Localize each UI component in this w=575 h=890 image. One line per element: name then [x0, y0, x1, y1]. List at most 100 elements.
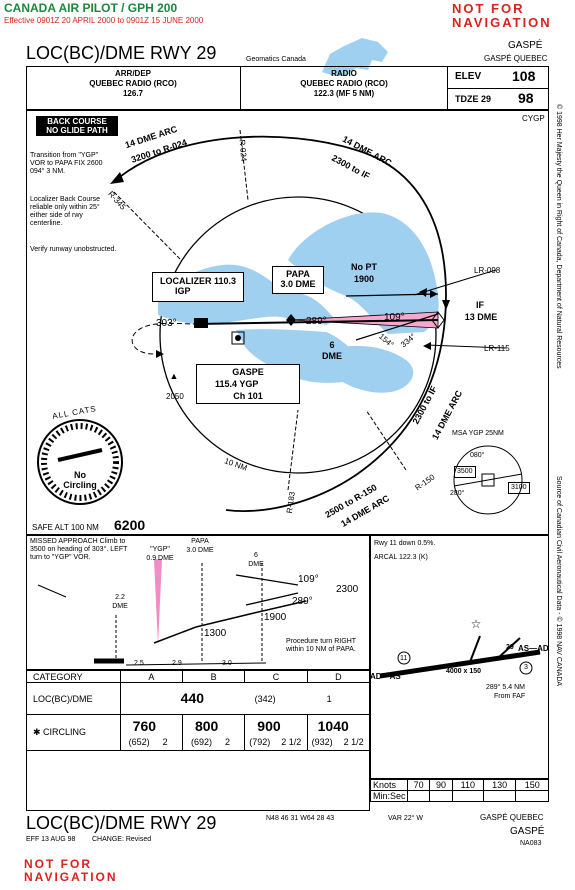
circling-mda: 800	[194, 718, 219, 734]
cat-c-header: C	[244, 670, 308, 683]
distance-3-0: 3.0	[222, 660, 232, 667]
not-for-navigation-top: NOT FOR NAVIGATION	[452, 1, 552, 30]
circling-haa: (692)	[190, 737, 212, 747]
footer-location: GASPÉ QUEBEC	[480, 813, 544, 822]
profile-course-109: 109°	[298, 574, 319, 585]
effective-date: EFF 13 AUG 98	[26, 836, 76, 843]
circling-mda: 760	[132, 718, 157, 734]
circling-vis: 2 1/2	[281, 737, 302, 747]
speed-90: 90	[429, 779, 453, 791]
airport-coordinates: N48 46 31 W64 28 43	[266, 815, 335, 822]
localizer-symbol	[194, 318, 208, 328]
vor-channel: Ch 101	[233, 391, 263, 401]
papa-fix-symbol	[286, 314, 296, 326]
source-note: Source of Canadian Civil Aeronautical Da…	[555, 476, 562, 687]
circling-haa: (932)	[311, 737, 333, 747]
lead-radial-098	[413, 269, 497, 296]
circling-vis: 2	[162, 737, 168, 747]
distance-2-9: 2.9	[172, 660, 182, 667]
elevation-label: ELEV	[455, 71, 482, 82]
speed-110: 110	[451, 779, 484, 791]
radial-345	[113, 191, 182, 261]
two-two-label: 2.2	[115, 594, 125, 601]
radio-frequency: 122.3 (MF 5 NM)	[313, 89, 375, 98]
six-dme-label: 6	[329, 340, 335, 350]
transition-note: Transition from "YGP" VOR to PAPA FIX 26…	[30, 152, 103, 175]
profile-drawing	[37, 559, 307, 666]
marker-3: 3	[524, 664, 528, 671]
papa-name: PAPA	[286, 269, 310, 279]
lead-radial-098-label: LR-098	[474, 266, 501, 275]
circling-cat-b: 800 (692) 2	[181, 714, 246, 751]
arc-arrow	[442, 300, 450, 310]
inlet-water	[326, 345, 414, 393]
no-circling-label: No	[74, 470, 86, 480]
circling-vis: 2	[224, 737, 230, 747]
radial-150	[365, 409, 407, 471]
verify-runway-note: Verify runway unobstructed.	[30, 246, 117, 253]
if-dme: 13 DME	[464, 312, 498, 322]
final-approach-course	[195, 319, 439, 325]
safe-altitude-value: 6200	[114, 517, 146, 533]
loc-minima-row: 440 (342) 1	[119, 682, 371, 715]
circling-restriction-graphic	[37, 419, 123, 505]
airport-id: CYGP	[522, 114, 545, 123]
footer-chart-title: LOC(BC)/DME RWY 29	[26, 813, 217, 833]
runway-29-label: 29	[506, 644, 514, 651]
cat-d-header: D	[306, 670, 371, 683]
profile-altitude-1300: 1300	[204, 628, 227, 639]
vor-frequency: 115.4 YGP	[215, 379, 259, 389]
arc-arrow	[110, 172, 124, 184]
radial-183	[287, 409, 299, 491]
cat-a-header: A	[119, 670, 183, 683]
papa-dme: 3.0 DME	[280, 279, 316, 289]
six-dme-unit: DME	[322, 351, 342, 361]
radio-service: QUEBEC RADIO (RCO)	[300, 79, 388, 88]
circling-haa: (792)	[249, 737, 271, 747]
magnetic-variation: VAR 22° W	[388, 815, 423, 822]
airport-name-top: GASPÉ	[508, 40, 543, 51]
circling-vis: 2 1/2	[343, 737, 364, 747]
msa-title: MSA YGP 25NM	[452, 430, 504, 437]
speed-70: 70	[406, 779, 431, 791]
profile-altitude-2300: 2300	[336, 584, 359, 595]
circling-mda: 900	[257, 718, 281, 734]
msa-circle	[453, 445, 523, 515]
plan-view-drawing: ▲	[110, 129, 507, 512]
localizer-info-box: LOCALIZER 110.3 IGP	[152, 272, 244, 302]
course-109: 109°	[384, 312, 405, 323]
loc-visibility: 1	[326, 694, 332, 704]
category-header: CATEGORY	[26, 670, 121, 683]
msa-sector-3500: 3500	[454, 466, 476, 478]
as-right-label: AS	[518, 644, 530, 653]
lead-radial-115-label: LR-115	[484, 344, 510, 353]
footer-airport: GASPÉ	[510, 826, 545, 837]
loc-haa: (342)	[254, 694, 276, 704]
aerodrome-panel	[370, 535, 549, 779]
timing-table: Knots 70 90 110 130 150 Min:Sec	[370, 779, 549, 802]
papa-profile-label: PAPA	[191, 538, 209, 545]
arcal-note: ARCAL 122.3 (K)	[374, 554, 428, 561]
profile-course-289: 289°	[292, 596, 313, 607]
copyright-note: © 1998 Her Majesty the Queen in Right of…	[555, 104, 562, 369]
from-faf-note: From FAF	[494, 693, 526, 700]
back-course-text: BACK COURSE	[47, 117, 107, 126]
dme-arc-north	[115, 135, 447, 296]
as-left-label: AS	[389, 672, 401, 681]
tdze-value: 98	[518, 90, 534, 106]
circling-cat-d: 1040 (932) 2 1/2	[306, 714, 371, 751]
comm-divider	[240, 66, 241, 110]
no-pt-label: No PT	[351, 262, 377, 272]
tdze-label: TDZE 29	[455, 94, 492, 104]
six-profile-dme: DME	[248, 561, 264, 568]
two-two-dme: DME	[112, 603, 128, 610]
elevation-value: 108	[512, 68, 536, 84]
publisher: Geomatics Canada	[246, 56, 306, 63]
svg-text:▲: ▲	[170, 371, 179, 381]
papa-fix-box: PAPA 3.0 DME	[272, 266, 324, 294]
comm-divider	[447, 88, 549, 89]
ten-nm-ring	[159, 196, 437, 474]
minsec-label: Min:Sec	[370, 790, 408, 802]
not-for-navigation-bottom: NOT FOR NAVIGATION	[24, 857, 118, 884]
circling-cat-c: 900 (792) 2 1/2	[244, 714, 308, 751]
